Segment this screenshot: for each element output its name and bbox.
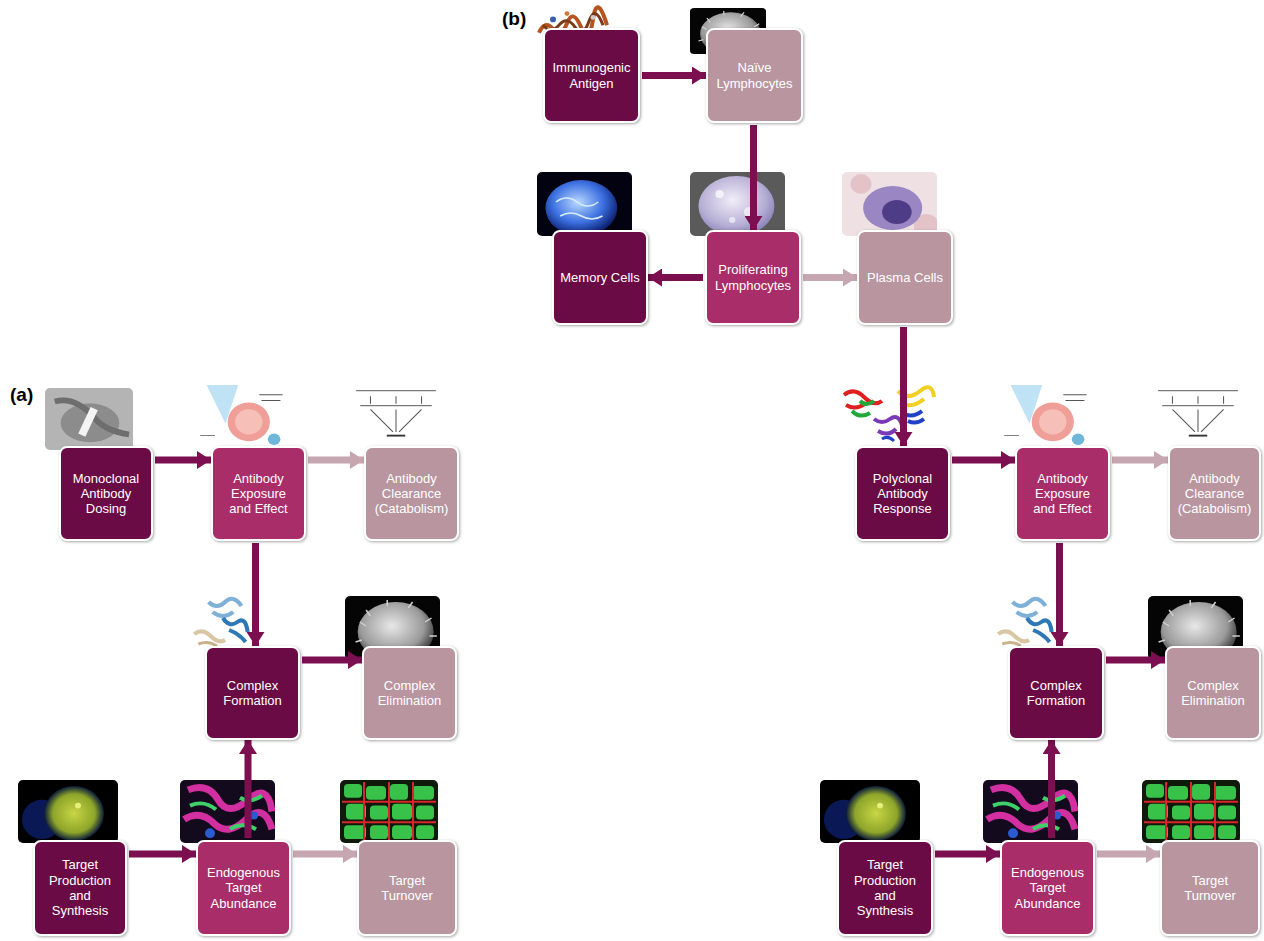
flow-arrow bbox=[1048, 740, 1055, 838]
process-box: Antibody Clearance (Catabolism) bbox=[1168, 446, 1261, 541]
process-box: Plasma Cells bbox=[857, 230, 953, 325]
box-label: Antibody Exposure and Effect bbox=[1023, 471, 1102, 517]
box-label: Antibody Exposure and Effect bbox=[219, 471, 298, 517]
box-label: Target Turnover bbox=[1168, 873, 1252, 904]
pathway-picture bbox=[1152, 385, 1244, 445]
flow-arrow bbox=[155, 457, 211, 464]
panel-label: (a) bbox=[10, 384, 33, 406]
process-box: Complex Elimination bbox=[1165, 646, 1261, 740]
box-label: Complex Formation bbox=[213, 678, 292, 709]
flow-arrow bbox=[1106, 657, 1165, 664]
box-label: Immunogenic Antigen bbox=[551, 60, 632, 91]
process-box: Target Production and Synthesis bbox=[33, 840, 127, 936]
process-box: Complex Formation bbox=[205, 646, 300, 740]
flow-arrow bbox=[252, 543, 259, 646]
cell-figure-picture bbox=[196, 385, 291, 447]
antibody-picture bbox=[844, 387, 934, 441]
antibody-picture bbox=[194, 599, 247, 646]
process-box: Complex Formation bbox=[1008, 646, 1104, 740]
flow-arrow bbox=[642, 72, 706, 79]
box-label: Antibody Clearance (Catabolism) bbox=[1176, 471, 1253, 517]
box-label: Target Turnover bbox=[365, 873, 449, 904]
nucleus-picture bbox=[820, 780, 920, 843]
process-box: Immunogenic Antigen bbox=[543, 28, 640, 123]
box-label: Naïve Lymphocytes bbox=[714, 60, 795, 91]
box-label: Complex Elimination bbox=[1173, 678, 1253, 709]
box-label: Monoclonal Antibody Dosing bbox=[67, 471, 145, 517]
process-box: Antibody Exposure and Effect bbox=[211, 446, 306, 541]
box-label: Plasma Cells bbox=[867, 270, 943, 285]
flow-arrow bbox=[245, 740, 252, 838]
plasma-cell-picture bbox=[842, 172, 939, 238]
flow-arrow bbox=[1097, 851, 1160, 858]
flow-arrow bbox=[900, 327, 907, 446]
memory-cell-picture bbox=[537, 172, 632, 236]
process-box: Target Turnover bbox=[1160, 840, 1260, 936]
tissue-picture bbox=[180, 780, 275, 843]
nucleus-picture bbox=[18, 780, 118, 843]
box-label: Target Production and Synthesis bbox=[41, 857, 119, 918]
injection-picture bbox=[45, 388, 133, 450]
panel-label: (b) bbox=[502, 8, 526, 30]
box-label: Endogenous Target Abundance bbox=[1008, 865, 1087, 911]
process-box: Antibody Clearance (Catabolism) bbox=[364, 446, 459, 541]
process-box: Memory Cells bbox=[552, 230, 648, 325]
process-box: Antibody Exposure and Effect bbox=[1015, 446, 1110, 541]
box-label: Endogenous Target Abundance bbox=[204, 865, 283, 911]
flow-arrow bbox=[129, 851, 196, 858]
box-label: Memory Cells bbox=[560, 270, 639, 285]
flow-arrow bbox=[952, 457, 1015, 464]
tissue-picture bbox=[983, 780, 1078, 843]
process-box: Endogenous Target Abundance bbox=[196, 840, 291, 936]
flow-arrow bbox=[308, 457, 364, 464]
cell-figure-picture bbox=[1000, 385, 1095, 447]
process-box: Naïve Lymphocytes bbox=[706, 28, 803, 123]
box-label: Proliferating Lymphocytes bbox=[713, 262, 793, 293]
tissue-picture bbox=[340, 780, 438, 843]
flow-arrow bbox=[302, 657, 362, 664]
flow-arrow bbox=[803, 274, 857, 281]
process-box: Target Production and Synthesis bbox=[837, 840, 933, 936]
box-label: Target Production and Synthesis bbox=[845, 857, 925, 918]
flow-arrow bbox=[1112, 457, 1168, 464]
antibody-picture bbox=[998, 599, 1051, 646]
pathway-picture bbox=[350, 385, 442, 445]
process-box: Complex Elimination bbox=[362, 646, 457, 740]
flow-arrow bbox=[935, 851, 1000, 858]
flow-arrow bbox=[648, 274, 703, 281]
box-label: Antibody Clearance (Catabolism) bbox=[372, 471, 451, 517]
lymphocyte-picture bbox=[690, 172, 785, 236]
box-label: Complex Formation bbox=[1016, 678, 1096, 709]
process-box: Monoclonal Antibody Dosing bbox=[59, 446, 153, 541]
process-box: Endogenous Target Abundance bbox=[1000, 840, 1095, 936]
flow-arrow bbox=[1056, 543, 1063, 646]
flow-arrow bbox=[293, 851, 357, 858]
box-label: Complex Elimination bbox=[370, 678, 449, 709]
tissue-picture bbox=[1142, 780, 1240, 843]
process-box: Proliferating Lymphocytes bbox=[705, 230, 801, 325]
process-box: Target Turnover bbox=[357, 840, 457, 936]
box-label: Polyclonal Antibody Response bbox=[863, 471, 942, 517]
flow-arrow bbox=[750, 125, 757, 230]
process-box: Polyclonal Antibody Response bbox=[855, 446, 950, 541]
